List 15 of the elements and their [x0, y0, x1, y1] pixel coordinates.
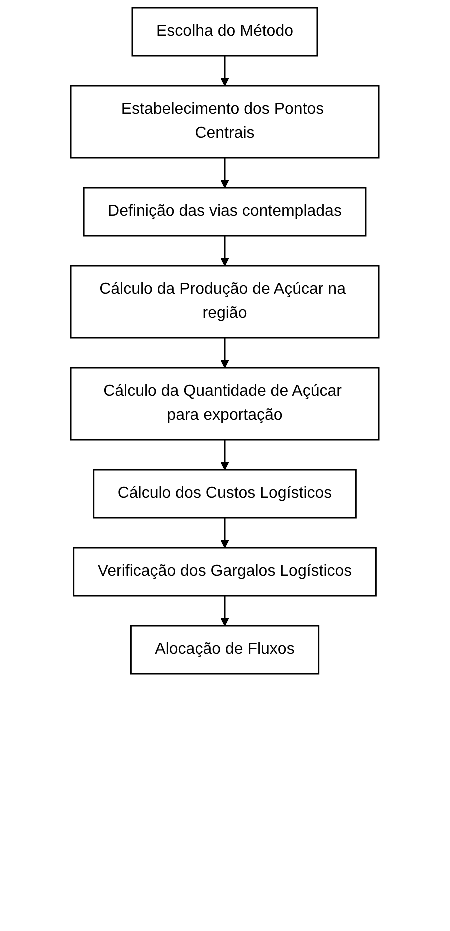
node-box: Definição das vias contempladas [83, 187, 367, 237]
node-box: Alocação de Fluxos [130, 625, 320, 675]
node-box: Verificação dos Gargalos Logísticos [73, 547, 377, 597]
arrow [220, 440, 230, 470]
arrow [220, 518, 230, 548]
node-box: Estabelecimento dos Pontos Centrais [70, 85, 380, 159]
arrow [220, 158, 230, 188]
node-box: Cálculo da Quantidade de Açúcar para exportação [70, 367, 380, 441]
node-box: Cálculo dos Custos Logísticos [93, 469, 357, 519]
arrow [220, 236, 230, 266]
node-box: Escolha do Método [132, 7, 318, 57]
arrow [220, 596, 230, 626]
arrow [220, 56, 230, 86]
node-box: Cálculo da Produção de Açúcar na região [70, 265, 380, 339]
arrow [220, 338, 230, 368]
